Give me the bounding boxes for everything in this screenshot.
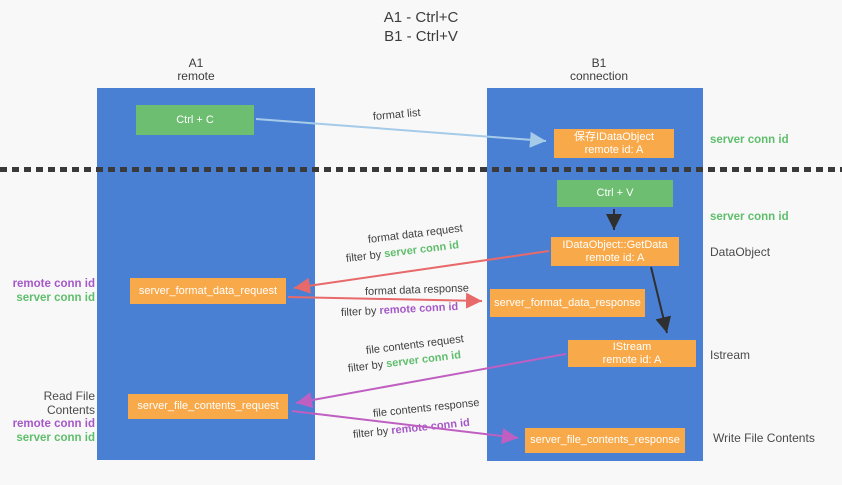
format-response-label: server_format_data_response	[494, 296, 641, 309]
label-dataobject: DataObject	[710, 245, 771, 259]
arrow-label-filter-server-1: filter by server conn id	[345, 239, 459, 265]
filter-by-text: filter by	[347, 358, 384, 375]
label-read-file-contents: Read File Contents	[43, 389, 95, 417]
machine-boundary-dotted-line	[0, 167, 842, 172]
node-server-file-contents-response: server_file_contents_response	[525, 428, 685, 453]
filter-by-text: filter by	[352, 425, 389, 441]
label-server-conn-id-format: server conn id	[16, 292, 95, 304]
getdata-line2: remote id: A	[585, 251, 645, 264]
remote-conn-id-text: remote conn id	[379, 300, 459, 317]
node-save-idataobject: 保存IDataObject remote id: A	[554, 129, 674, 158]
arrow-label-filter-remote-1: filter by remote conn id	[341, 301, 459, 319]
arrow-label-format-data-response: format data response	[364, 282, 470, 298]
label-remote-conn-id-format: remote conn id	[12, 278, 95, 290]
label-server-conn-id-mid-right: server conn id	[710, 211, 789, 223]
label-read-file-contents-block: Read File Contents remote conn id server…	[0, 389, 95, 445]
filter-by-text: filter by	[345, 248, 382, 265]
remote-conn-id-text: remote conn id	[390, 416, 471, 437]
save-idataobject-line1: 保存IDataObject	[573, 130, 655, 143]
title-line-2: B1 - Ctrl+V	[384, 28, 458, 45]
label-server-conn-id-file: server conn id	[16, 432, 95, 444]
format-request-label: server_format_data_request	[138, 284, 278, 297]
lane-a1-subtitle: remote	[177, 69, 215, 83]
file-request-label: server_file_contents_request	[137, 400, 279, 412]
node-server-format-data-response: server_format_data_response	[490, 289, 645, 317]
istream-line2: remote id: A	[602, 353, 662, 366]
arrow-label-filter-remote-2: filter by remote conn id	[352, 417, 470, 441]
lane-header-a1: A1 remote	[136, 57, 256, 83]
title-line-1: A1 - Ctrl+C	[383, 9, 459, 26]
node-istream: IStream remote id: A	[568, 340, 696, 367]
arrow-label-format-list: format list	[372, 106, 422, 123]
label-remote-conn-id-file: remote conn id	[12, 418, 95, 430]
node-server-format-data-request: server_format_data_request	[130, 278, 286, 304]
label-istream: Istream	[710, 348, 751, 362]
lane-a1-title: A1	[188, 56, 204, 70]
lane-b1-subtitle: connection	[569, 69, 629, 83]
ctrl-v-label: Ctrl + V	[596, 187, 634, 199]
filter-by-text: filter by	[340, 305, 377, 319]
lane-b1-title: B1	[591, 56, 607, 70]
istream-line1: IStream	[612, 340, 652, 353]
save-idataobject-line2: remote id: A	[584, 143, 644, 156]
node-ctrl-v: Ctrl + V	[557, 180, 673, 207]
node-ctrl-c: Ctrl + C	[136, 105, 254, 135]
file-response-label: server_file_contents_response	[530, 434, 680, 446]
label-conn-ids-format: remote conn id server conn id	[0, 277, 95, 305]
arrow-label-filter-server-2: filter by server conn id	[347, 349, 461, 375]
ctrl-c-label: Ctrl + C	[176, 113, 214, 126]
label-server-conn-id-top-right: server conn id	[710, 134, 789, 146]
label-write-file-contents: Write File Contents	[713, 431, 815, 445]
node-idataobject-getdata: IDataObject::GetData remote id: A	[551, 237, 679, 266]
node-server-file-contents-request: server_file_contents_request	[128, 394, 288, 419]
lane-header-b1: B1 connection	[539, 57, 659, 83]
diagram-title: A1 - Ctrl+C B1 - Ctrl+V	[321, 8, 521, 46]
getdata-line1: IDataObject::GetData	[562, 238, 668, 251]
